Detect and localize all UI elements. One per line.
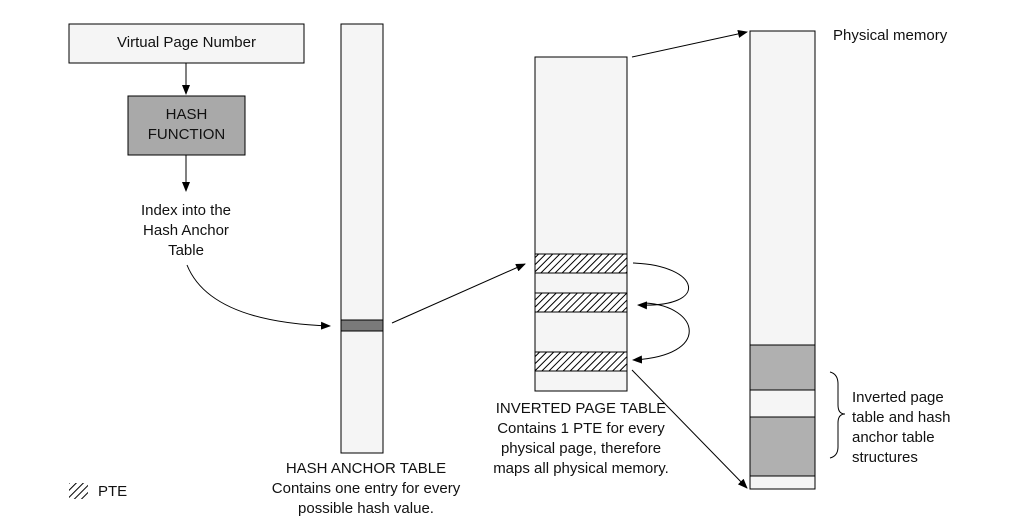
pte-entry bbox=[534, 292, 628, 313]
structures-label-line: Inverted page bbox=[852, 389, 944, 406]
structures-label-line: anchor table bbox=[852, 429, 935, 446]
hash-anchor-table-title: HASH ANCHOR TABLE bbox=[285, 460, 447, 477]
anchor-to-ipt-arrow bbox=[391, 263, 526, 324]
physical-memory-label: Physical memory bbox=[833, 27, 948, 44]
pte-chain-arrow bbox=[632, 302, 690, 364]
ipt-bottom-to-memory-arrow bbox=[631, 369, 748, 489]
inverted-page-table-title: INVERTED PAGE TABLE bbox=[495, 400, 667, 417]
memory-structure-block bbox=[749, 344, 816, 391]
inverted-page-table-desc: Contains 1 PTE for every bbox=[497, 420, 665, 437]
hash-function-label: HASH FUNCTION bbox=[128, 105, 245, 145]
pte-entry bbox=[534, 253, 628, 274]
structures-brace bbox=[829, 371, 846, 459]
hash-function-box bbox=[127, 95, 246, 156]
structures-label-line: structures bbox=[852, 449, 918, 466]
structures-label-line: table and hash bbox=[852, 409, 951, 426]
index-label-line: Table bbox=[168, 242, 204, 259]
virtual-page-number-label: Virtual Page Number bbox=[117, 34, 256, 51]
index-label-line: Hash Anchor bbox=[143, 222, 229, 239]
pte-entry bbox=[534, 351, 628, 372]
pte-chain-arrow bbox=[632, 262, 689, 310]
inverted-page-table-caption: INVERTED PAGE TABLE Contains 1 PTE for e… bbox=[466, 399, 696, 479]
hash-anchor-entry bbox=[340, 319, 384, 332]
inverted-page-table-desc: maps all physical memory. bbox=[493, 460, 669, 477]
pte-legend-label: PTE bbox=[98, 483, 128, 500]
pte-legend-swatch bbox=[69, 483, 88, 499]
memory-structure-block bbox=[749, 416, 816, 477]
hash-anchor-table-desc: possible hash value. bbox=[298, 500, 434, 517]
hash-anchor-table bbox=[340, 23, 384, 454]
index-label-line: Index into the bbox=[140, 202, 232, 219]
hash-anchor-table-desc: Contains one entry for every bbox=[271, 480, 461, 497]
ipt-top-to-memory-arrow bbox=[631, 30, 748, 58]
inverted-page-table bbox=[534, 56, 628, 392]
hash-anchor-table-caption: HASH ANCHOR TABLE Contains one entry for… bbox=[241, 459, 491, 519]
physical-memory bbox=[749, 30, 816, 490]
virtual-page-number-box bbox=[68, 23, 305, 64]
inverted-page-table-desc: physical page, therefore bbox=[500, 440, 662, 457]
hash-function-line: HASH bbox=[165, 106, 208, 123]
hash-function-line: FUNCTION bbox=[147, 126, 226, 143]
index-label: Index into the Hash Anchor Table bbox=[116, 201, 256, 261]
structures-label: Inverted page table and hash anchor tabl… bbox=[852, 388, 950, 468]
index-to-anchor-arrow bbox=[186, 264, 331, 330]
